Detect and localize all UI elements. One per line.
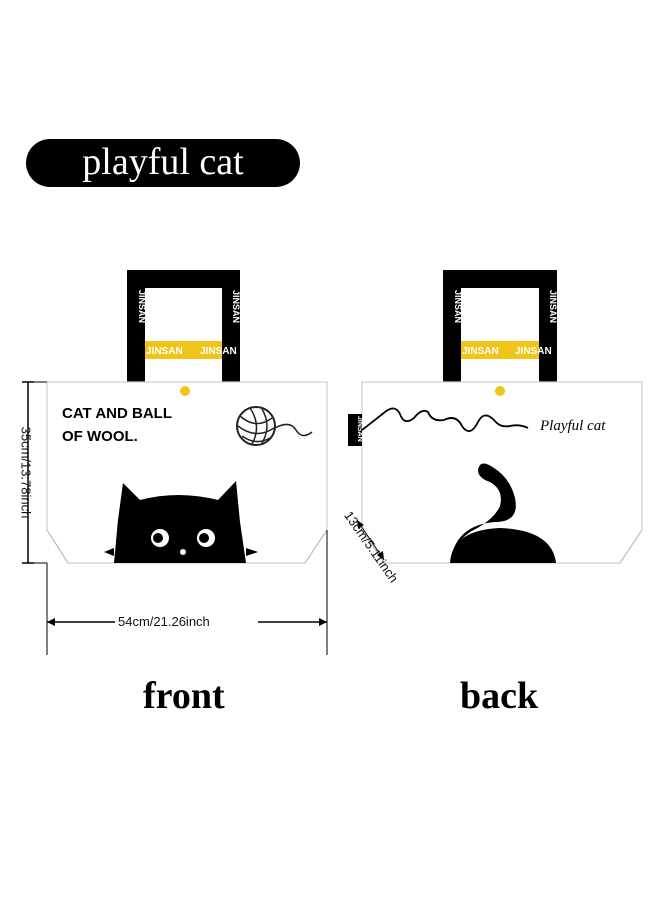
front-band-brand-2: JINSAN: [200, 346, 237, 357]
front-snap-button: [180, 386, 190, 396]
front-caption: front: [143, 675, 225, 717]
yarn-ball-icon: [236, 406, 313, 446]
front-height-dimension: [22, 381, 47, 564]
back-print-text: Playful cat: [539, 418, 606, 434]
back-band-brand-2: JINSAN: [515, 346, 552, 357]
peeking-cat-icon: [104, 481, 258, 563]
back-caption: back: [460, 675, 539, 717]
front-strap-brand-right: JINSAN: [231, 290, 241, 323]
back-handle-top: [443, 270, 557, 288]
front-width-dimension: [46, 530, 328, 655]
front-print-line2: OF WOOL.: [62, 428, 138, 445]
yarn-string-icon: [361, 407, 529, 432]
back-handle-yellow-band: [461, 341, 539, 359]
front-handle-yellow-band: [145, 341, 222, 359]
front-width-label: 54cm/21.26inch: [118, 614, 210, 629]
side-label-brand: JINSAN: [356, 416, 363, 442]
cat-tail-icon: [450, 463, 556, 563]
title-text: playful cat: [82, 141, 244, 183]
back-handle-left: [443, 270, 461, 382]
front-band-brand: JINSAN: [146, 346, 183, 357]
back-bag: JINSAN JINSAN JINSAN JINSAN JINSAN Playf…: [348, 270, 643, 564]
back-handle-right: [539, 270, 557, 382]
back-snap-button: [495, 386, 505, 396]
title-badge: playful cat: [26, 139, 300, 187]
front-strap-brand-left: JINSAN: [137, 290, 147, 323]
back-strap-brand-left: JINSAN: [453, 290, 463, 323]
front-bag: JINSAN JINSAN JINSAN JINSAN CAT AND BALL…: [22, 270, 328, 655]
back-band-brand: JINSAN: [462, 346, 499, 357]
front-print-line1: CAT AND BALL: [62, 405, 172, 422]
front-handle-left: [127, 270, 145, 382]
front-height-label: 35cm/13.78inch: [18, 426, 34, 519]
front-handle-right: [222, 270, 240, 382]
front-handle-top: [127, 270, 240, 288]
back-depth-dimension: [356, 519, 385, 561]
back-strap-brand-right: JINSAN: [548, 290, 558, 323]
side-label-tag: [348, 414, 362, 446]
